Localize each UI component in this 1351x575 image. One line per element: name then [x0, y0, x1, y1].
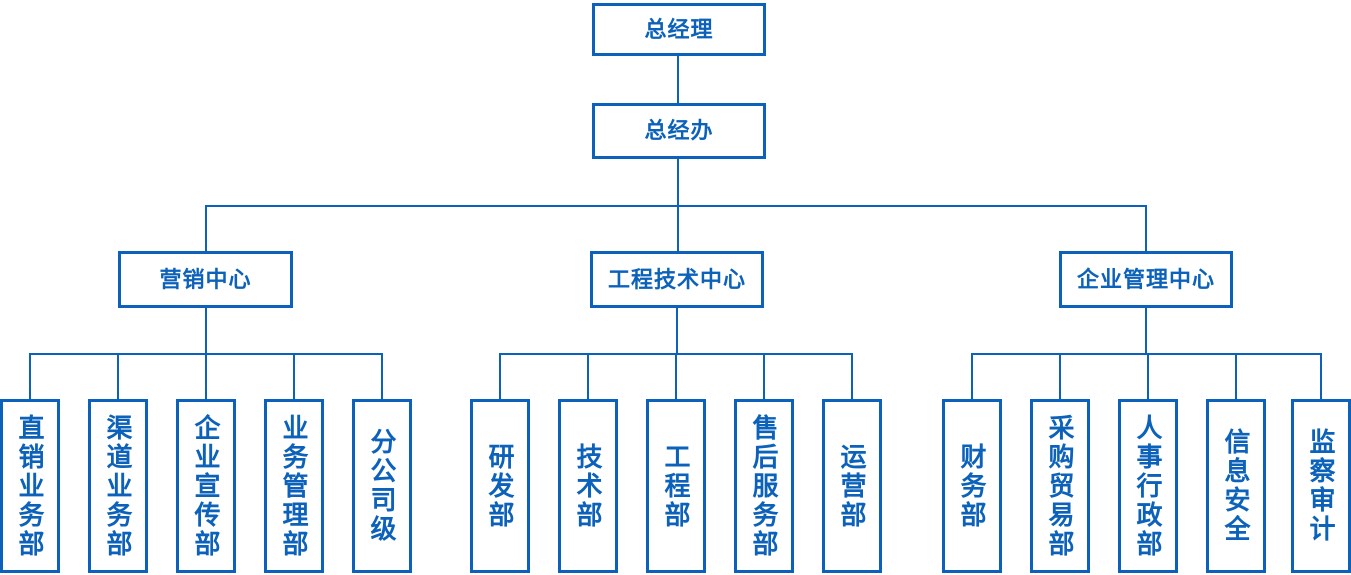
node-general-manager: 总经理 — [592, 3, 766, 56]
node-dept-corporate-publicity: 企业宣传部 — [176, 399, 236, 573]
connector-management-drop-4 — [1235, 353, 1237, 399]
node-dept-direct-sales: 直销业务部 — [0, 399, 60, 573]
connector-management-drop-3 — [1147, 353, 1149, 399]
node-general-manager-office: 总经办 — [592, 103, 766, 159]
connector-engineering-drop-2 — [587, 353, 589, 399]
connector-management-down — [1145, 308, 1147, 354]
node-dept-channel-sales: 渠道业务部 — [88, 399, 148, 573]
node-dept-technology: 技术部 — [558, 399, 618, 573]
connector-engineering-drop-4 — [763, 353, 765, 399]
connector-marketing-drop-3 — [205, 353, 207, 399]
connector-management-drop-2 — [1059, 353, 1061, 399]
connector-root-office — [677, 56, 679, 103]
node-dept-operations: 运营部 — [822, 399, 882, 573]
connector-management-bus — [971, 353, 1322, 355]
node-marketing-center: 营销中心 — [118, 251, 293, 308]
node-dept-business-management: 业务管理部 — [264, 399, 324, 573]
node-dept-procurement-trade: 采购贸易部 — [1030, 399, 1090, 573]
node-engineering-tech-center: 工程技术中心 — [590, 251, 764, 308]
node-dept-research-development: 研发部 — [470, 399, 530, 573]
connector-engineering-drop-5 — [851, 353, 853, 399]
connector-drop-management — [1145, 205, 1147, 251]
connector-marketing-down — [205, 308, 207, 354]
connector-engineering-drop-1 — [499, 353, 501, 399]
node-dept-finance: 财务部 — [942, 399, 1002, 573]
node-dept-engineering: 工程部 — [646, 399, 706, 573]
connector-engineering-down — [676, 308, 678, 354]
connector-marketing-drop-2 — [117, 353, 119, 399]
connector-marketing-drop-4 — [293, 353, 295, 399]
connector-level3-bus — [205, 205, 1147, 207]
connector-management-drop-5 — [1320, 353, 1322, 399]
connector-marketing-drop-5 — [381, 353, 383, 399]
connector-management-drop-1 — [971, 353, 973, 399]
connector-marketing-drop-1 — [29, 353, 31, 399]
node-dept-branch-level: 分公司级 — [352, 399, 412, 573]
node-dept-supervision-audit: 监察审计 — [1291, 399, 1351, 573]
node-enterprise-management-center: 企业管理中心 — [1059, 251, 1233, 308]
node-dept-after-sales-service: 售后服务部 — [734, 399, 794, 573]
node-dept-information-security: 信息安全 — [1206, 399, 1266, 573]
node-dept-hr-administration: 人事行政部 — [1118, 399, 1178, 573]
connector-drop-marketing — [205, 205, 207, 251]
connector-engineering-drop-3 — [675, 353, 677, 399]
